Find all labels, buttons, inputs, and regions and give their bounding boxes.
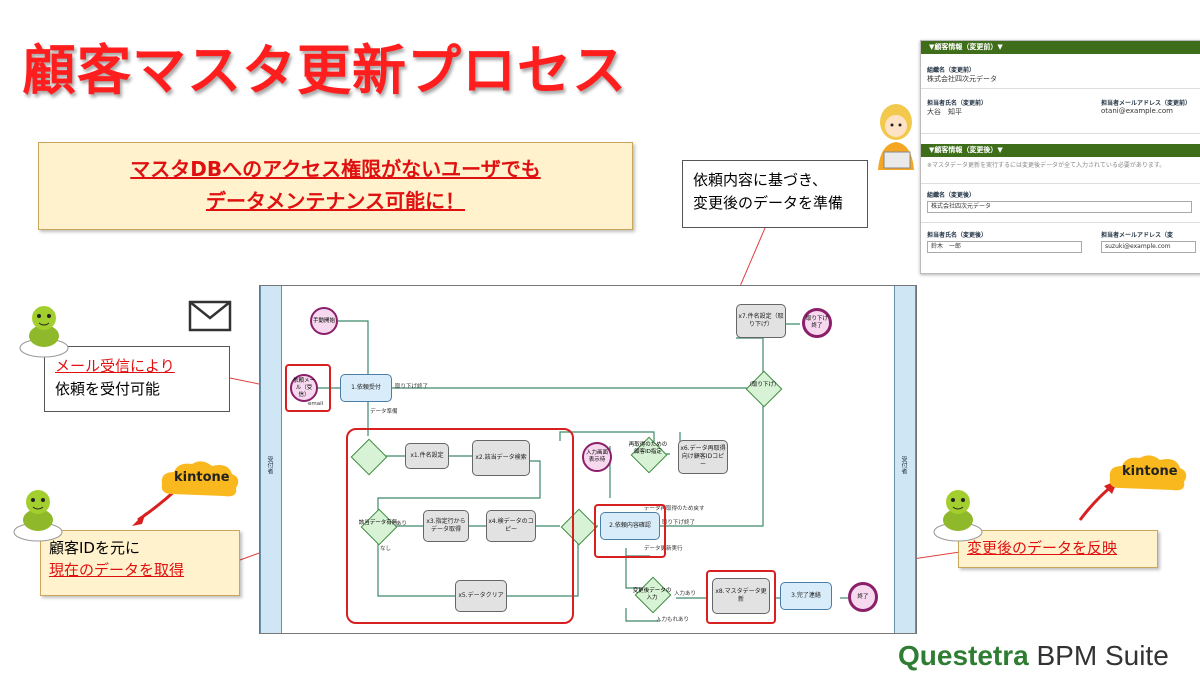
form-after-person-label: 担当者氏名（変更後） [927,232,988,239]
prepare-callout-line2: 変更後のデータを準備 [693,194,844,212]
gateway-changed-label: 変更後データの入力 [632,588,672,601]
task-x7-withdraw-subject[interactable]: x7.件名設定（取り下げ） [736,304,786,338]
email-tag: email [308,401,324,407]
form-preview-panel: ▼顧客情報（変更前）▼ 組織名（変更前） 株式会社四次元データ 担当者氏名（変更… [920,40,1200,274]
form-before-person-value: 大谷 知平 [927,108,962,116]
turtle-mascot-icon [13,490,63,542]
highlight-master-update [706,570,776,624]
headline-line2: データメンテナンス可能に！ [206,189,465,213]
label-withdraw-mid: 取り下げ終了 [662,520,696,526]
label-withdraw-top: 取り下げ終了 [395,384,429,390]
cloud-icon [161,461,239,497]
mail-callout-red: メール受信により [55,357,175,375]
label-no: なし [380,546,392,552]
label-yes: あり [396,521,408,527]
form-after-org-label: 組織名（変更後） [927,192,976,199]
form-spacer [921,134,1200,144]
gateway-exists-label: 該当データ有無 [358,520,398,526]
task-x3-fetch[interactable]: x3.指定行からデータ取得 [423,510,469,542]
mail-receive-event[interactable]: 依頼メール（受信） [290,374,318,402]
form-before-mail-col: 担当者メールアドレス（変更前） otani@example.com [1101,98,1191,115]
form-after-mail-col: 担当者メールアドレス（変 suzuki@example.com [1101,230,1196,253]
task-x4-copy[interactable]: x4.検データのコピー [486,510,536,542]
label-recheck-back: データ再取得のため戻す [644,506,705,512]
highlight-mail-event [285,364,331,412]
task-x5-clear[interactable]: x5.データクリア [455,580,507,612]
task-x2-search[interactable]: x2.該当データ検索 [472,440,530,476]
highlight-data-fetch [346,428,574,624]
headline-callout: マスタDBへのアクセス権限がないユーザでも データメンテナンス可能に！ [38,142,633,230]
gateway-withdraw-label: （取り下げ） [746,382,780,388]
form-before-person-row: 担当者氏名（変更前） 大谷 知平 担当者メールアドレス（変更前） otani@e… [921,89,1200,134]
task-2-confirm[interactable]: 2.依頼内容確認 [600,512,660,540]
task-x6-copy-id[interactable]: x6.データ再取得向け顧客IDコピー [678,440,728,474]
form-before-mail-value: otani@example.com [1101,107,1174,115]
headline-line1: マスタDBへのアクセス権限がないユーザでも [130,157,541,181]
highlight-confirm [594,504,666,558]
reflect-callout-text: 変更後のデータを反映 [967,539,1118,557]
label-data-update: データ更新実行 [644,546,683,552]
start-event[interactable]: 手動開始 [310,307,338,335]
customer-callout: 顧客IDを元に 現在のデータを取得 [40,530,240,596]
form-after-org-row: 組織名（変更後） 株式会社四次元データ [921,184,1200,223]
kintone-cloud-right: kintone [1106,452,1190,500]
kintone-label-left: kintone [174,470,230,485]
form-before-header: ▼顧客情報（変更前）▼ [921,41,1200,54]
gateway-recheck-label: 再取得のための顧客ID指定 [628,442,668,455]
customer-callout-line1: 顧客IDを元に [49,539,140,557]
prepare-callout-line1: 依頼内容に基づき、 [693,171,827,189]
user-person-icon [878,104,914,170]
turtle-mascot-icon [933,490,983,542]
lane-left-label: 受付者 [266,456,273,474]
lane-left: 受付者 [260,286,282,633]
kintone-arrow-left-head [132,512,146,526]
form-after-mail-input[interactable]: suzuki@example.com [1101,241,1196,253]
label-input-missing: 入力もれあり [656,617,690,623]
task-x8-master-update[interactable]: x8.マスタデータ更新 [712,578,770,614]
task-x1-subject[interactable]: x1.件名設定 [405,443,449,469]
brand-rest: BPM Suite [1028,640,1169,671]
turtle-mascot-icon [19,306,69,358]
form-before-org-row: 組織名（変更前） 株式会社四次元データ [921,54,1200,89]
cloud-icon [1109,455,1187,491]
form-after-mail-label: 担当者メールアドレス（変 [1101,232,1174,239]
brand-logo: Questetra BPM Suite [898,640,1169,672]
end-event[interactable]: 終了 [848,582,878,612]
label-data-prepare: データ準備 [370,409,398,415]
kintone-cloud-left: kintone [158,458,242,506]
form-after-header: ▼顧客情報（変更後）▼ [921,144,1200,157]
page-title: 顧客マスタ更新プロセス [22,39,627,102]
lane-right-label: 受付者 [900,456,907,474]
reflect-callout: 変更後のデータを反映 [958,530,1158,568]
end-event-withdraw[interactable]: 取り下げ終了 [802,308,832,338]
form-before-mail-label: 担当者メールアドレス（変更前） [1101,100,1192,107]
label-input-yes: 入力あり [674,591,697,597]
mail-callout-rest: 依頼を受付可能 [55,380,161,398]
mail-callout: メール受信により 依頼を受付可能 [44,346,230,412]
form-after-person-row: 担当者氏名（変更後） 鈴木 一郎 担当者メールアドレス（変 suzuki@exa… [921,223,1200,265]
prepare-callout: 依頼内容に基づき、 変更後のデータを準備 [682,160,868,228]
kintone-label-right: kintone [1122,464,1178,479]
form-after-notice: ※マスタデータ更新を実行するには変更後データが全て入力されている必要があります。 [921,157,1200,184]
form-before-person-label: 担当者氏名（変更前） [927,100,988,107]
form-before-org-value: 株式会社四次元データ [927,75,997,83]
process-diagram: 受付者 受付者 [259,285,917,634]
envelope-icon [188,300,232,332]
form-after-person-input[interactable]: 鈴木 一郎 [927,241,1082,253]
lane-right: 受付者 [894,286,916,633]
form-before-org-label: 組織名（変更前） [927,67,976,74]
task-3-complete[interactable]: 3.完了連絡 [780,582,832,610]
customer-callout-red: 現在のデータを取得 [49,561,185,579]
brand-strong: Questetra [898,640,1029,671]
form-after-org-input[interactable]: 株式会社四次元データ [927,201,1192,213]
task-1-accept[interactable]: 1.依頼受付 [340,374,392,402]
input-wait-event[interactable]: 入力画面表示待 [582,442,612,472]
